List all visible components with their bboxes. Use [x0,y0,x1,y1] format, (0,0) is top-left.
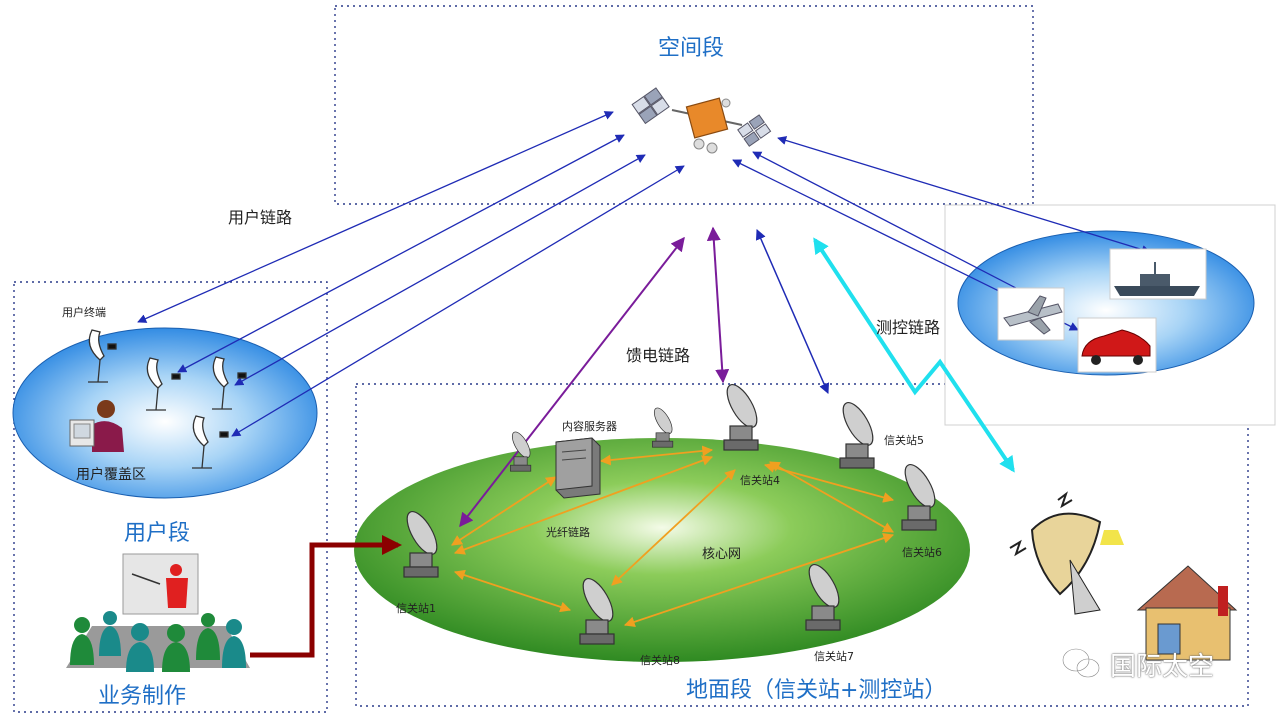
content-server-label: 内容服务器 [562,420,617,433]
business-production-label: 业务制作 [98,684,187,709]
watermark-text: 国际太空 [1110,652,1215,682]
ground-segment-title: 地面段（信关站+测控站） [686,678,947,703]
airplane-icon [997,287,1065,341]
presentation-icon [66,553,250,672]
feeder-link-label: 馈电链路 [626,346,691,365]
content-server-icon [555,437,601,499]
space-segment-title: 空间段 [658,36,725,61]
car-icon [1077,317,1157,373]
core-network-ellipse [354,438,970,662]
gateway-1-label: 信关站1 [396,602,436,615]
user-person-icon [69,400,124,452]
user-terminal-icons [88,329,247,469]
core-network-label: 核心网 [702,547,742,562]
gateway-6-label: 信关站6 [902,546,942,559]
gateway-dish-icons [403,384,937,645]
production-arrow [250,535,402,658]
ship-icon [1109,248,1207,300]
user-link-label: 用户链路 [228,208,293,227]
user-segment-title: 用户段 [124,521,191,546]
gateway-5-label: 信关站5 [884,434,924,447]
gateway-8-label: 信关站8 [640,654,680,667]
house-icon [1136,565,1238,661]
ttc-link-arrow [813,237,1015,473]
user-coverage-label: 用户覆盖区 [76,467,146,483]
user-terminal-label: 用户终端 [62,306,106,319]
fiber-link-label: 光纤链路 [546,526,590,539]
ttc-link-label: 测控链路 [876,318,941,337]
fiber-link-arrows [451,445,895,628]
ttc-station-dish-icon [1009,491,1124,615]
space-segment-box [334,5,1034,205]
satellite-icon [631,87,772,154]
wechat-icon [1061,647,1101,679]
gateway-7-label: 信关站7 [814,650,854,663]
gateway-4-label: 信关站4 [740,474,780,487]
